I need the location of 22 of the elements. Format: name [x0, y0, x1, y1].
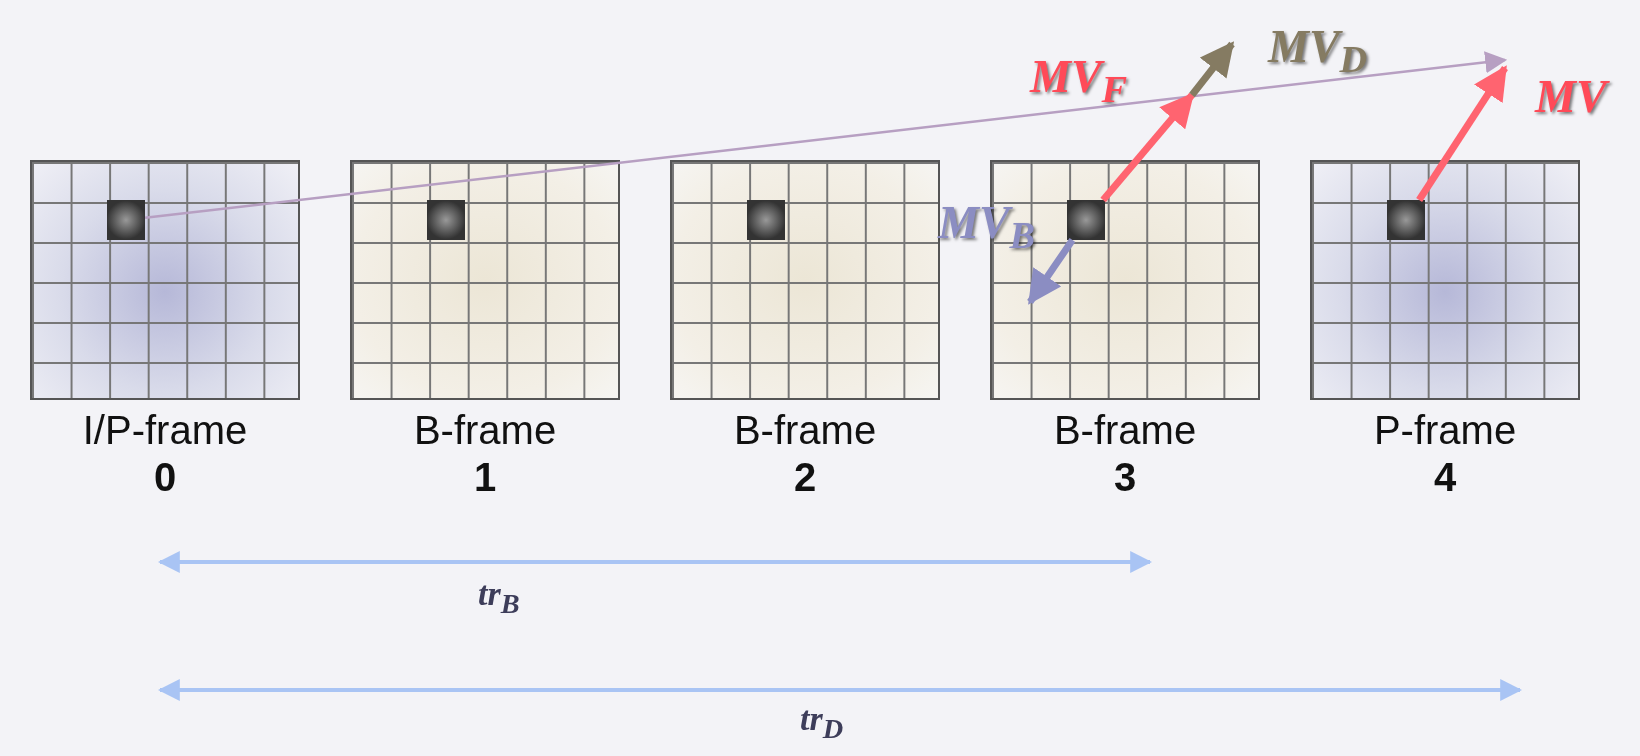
trajectory-arrow	[145, 51, 1508, 220]
macroblock	[1387, 200, 1426, 240]
macroblock	[747, 200, 786, 240]
motion-vector-arrow	[1416, 65, 1508, 202]
frame-number: 2	[792, 455, 818, 500]
frame-number: 4	[1432, 455, 1458, 500]
frame-type-label: B-frame	[1052, 408, 1198, 453]
motion-vector-arrow	[1027, 238, 1076, 305]
frame-type-label: P-frame	[1372, 408, 1518, 453]
frame-number: 0	[152, 455, 178, 500]
frame-number: 3	[1112, 455, 1138, 500]
vector-label: MV$_{F}$	[1030, 50, 1128, 112]
distance-label: tr$_{D}$	[800, 700, 844, 745]
macroblock	[427, 200, 466, 240]
frame-type-label: B-frame	[732, 408, 878, 453]
frame-type-label: B-frame	[412, 408, 558, 453]
frame-number: 1	[472, 455, 498, 500]
macroblock	[1067, 200, 1106, 240]
distance-label: tr$_{B}$	[478, 575, 520, 620]
macroblock	[107, 200, 146, 240]
frame-type-label: I/P-frame	[81, 408, 249, 453]
vector-label: MV$_{D}$	[1268, 20, 1368, 82]
